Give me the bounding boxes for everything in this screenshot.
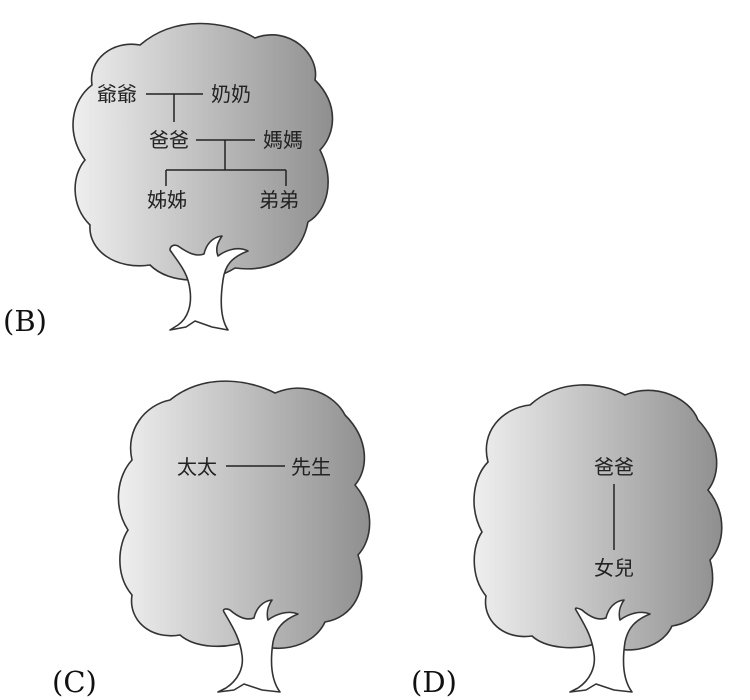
tree-c-trunk (217, 599, 299, 693)
tree-d-daughter-label: 女兒 (594, 556, 634, 580)
tree-b-dad-label: 爸爸 (149, 128, 189, 152)
tree-c: 太太 先生 (117, 380, 371, 693)
tree-b-grandma-label: 奶奶 (211, 82, 251, 106)
option-c-label: (C) (52, 665, 97, 699)
tree-c-wife-label: 太太 (177, 455, 217, 479)
tree-d: 爸爸 女兒 (473, 384, 723, 693)
tree-b-sister-label: 姊姊 (147, 188, 187, 212)
tree-b-grandpa-label: 爺爺 (97, 82, 137, 106)
option-d-label: (D) (411, 665, 457, 699)
tree-d-dad-label: 爸爸 (594, 455, 634, 479)
tree-b-brother-label: 弟弟 (259, 188, 299, 212)
tree-c-crown (117, 380, 371, 650)
option-b-label: (B) (3, 304, 47, 338)
tree-b-trunk (169, 235, 249, 331)
tree-b: 爺爺 奶奶 爸爸 媽媽 姊姊 弟弟 (72, 22, 334, 331)
tree-b-crown (72, 22, 334, 281)
tree-d-trunk (569, 599, 651, 693)
tree-b-connectors (146, 93, 287, 186)
tree-b-mom-label: 媽媽 (263, 128, 303, 152)
tree-c-husband-label: 先生 (291, 455, 331, 479)
tree-d-crown (473, 384, 723, 651)
